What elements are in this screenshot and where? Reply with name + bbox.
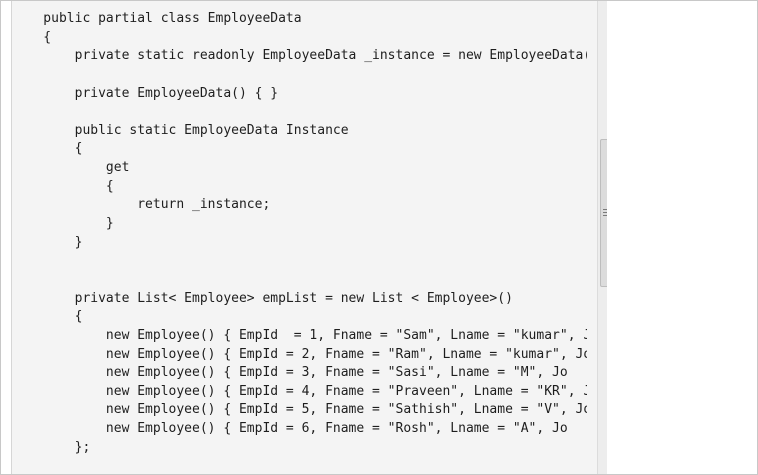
code-line	[12, 103, 587, 122]
code-line: new Employee() { EmpId = 1, Fname = "Sam…	[12, 327, 587, 343]
code-line: new Employee() { EmpId = 4, Fname = "Pra…	[12, 383, 587, 399]
code-line: {	[12, 178, 114, 194]
code-line: new Employee() { EmpId = 5, Fname = "Sat…	[12, 402, 587, 418]
code-line: new Employee() { EmpId = 2, Fname = "Ram…	[12, 346, 587, 362]
blank-area	[607, 1, 757, 474]
grip-lines-icon	[603, 209, 609, 216]
code-line: {	[12, 29, 52, 45]
code-block: public partial class EmployeeData { priv…	[12, 10, 587, 457]
code-line	[12, 66, 587, 85]
code-line	[12, 252, 587, 271]
code-line: private EmployeeData() { }	[12, 85, 279, 101]
code-line: private List< Employee> empList = new Li…	[12, 290, 513, 306]
code-line: new Employee() { EmpId = 3, Fname = "Sas…	[12, 365, 568, 381]
code-line: {	[12, 309, 83, 325]
code-line: private static readonly EmployeeData _in…	[12, 48, 587, 64]
code-line: };	[12, 439, 91, 455]
code-line: {	[12, 141, 83, 157]
code-line: }	[12, 234, 83, 250]
code-line	[12, 271, 587, 290]
code-viewer[interactable]: public partial class EmployeeData { priv…	[11, 1, 607, 474]
code-line: return _instance;	[12, 197, 271, 213]
code-line: get	[12, 160, 130, 176]
code-line: }	[12, 216, 114, 232]
code-line: public partial class EmployeeData	[12, 11, 302, 26]
code-line: new Employee() { EmpId = 6, Fname = "Ros…	[12, 421, 568, 437]
code-line: public static EmployeeData Instance	[12, 122, 349, 138]
